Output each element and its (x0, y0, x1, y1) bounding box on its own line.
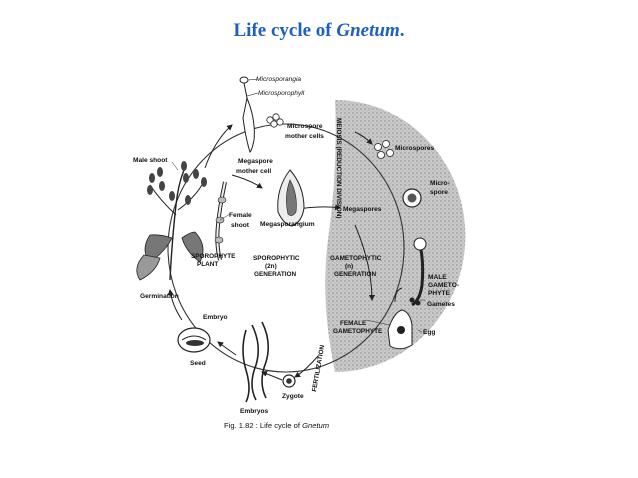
label-male-gametophyte-1: MALE (428, 274, 447, 281)
label-microspores: Microspores (395, 145, 435, 152)
arrow-to-seed (217, 341, 237, 356)
label-germination: Germination (140, 293, 179, 300)
zygote-illustration (282, 374, 296, 388)
title-period: . (399, 20, 405, 41)
microspores-cluster (374, 140, 394, 159)
figure-caption-genus: Gnetum (302, 421, 329, 430)
label-sporophytic-2: (2n) (265, 263, 277, 270)
label-microsporophyll: Microsporophyll (258, 90, 305, 97)
microspore-mother-cells (266, 113, 284, 128)
label-micro-spore-2: spore (430, 189, 448, 196)
arrow-to-megasporangium (231, 174, 263, 189)
label-female-shoot-2: shoot (231, 222, 250, 229)
arrow-to-microsporangia (204, 124, 233, 169)
label-megaspores: Megaspores (343, 206, 382, 213)
microspore (402, 188, 422, 208)
seed-illustration (177, 327, 211, 353)
label-microspore-mother-cells-2: mother cells (285, 133, 324, 140)
label-meiosis: MEIOSIS (REDUCTION DIVISION) (335, 118, 342, 218)
label-sporophytic-3: GENERATION (254, 271, 297, 278)
label-female-gametophyte-2: GAMETOPHYTE (333, 328, 383, 335)
slide-title: Life cycle of Gnetum. (0, 20, 638, 42)
label-micro-spore-1: Micro- (430, 180, 450, 187)
label-seed: Seed (190, 360, 206, 367)
label-male-shoot: Male shoot (133, 157, 168, 164)
label-sporophytic-1: SPOROPHYTIC (253, 255, 300, 262)
label-male-gametophyte-3: PHYTE (428, 290, 451, 297)
arrow-to-embryos (261, 370, 283, 381)
label-megasporangium: Megasporangium (260, 221, 315, 228)
label-embryo: Embryo (203, 314, 228, 321)
label-zygote: Zygote (282, 393, 304, 400)
megasporangium-illustration (277, 169, 305, 227)
figure-caption-text: Fig. 1.82 : Life cycle of (224, 421, 302, 430)
label-egg: Egg (423, 329, 435, 336)
arrow-to-female-gametophyte (354, 224, 375, 301)
label-sporophyte-plant-2: PLANT (197, 261, 218, 268)
label-megaspore-mother-cell-2: mother cell (236, 168, 271, 175)
gametophytic-region (325, 100, 466, 372)
label-female-shoot-1: Female (229, 212, 252, 219)
sporophyte-plant-illustration (136, 161, 207, 281)
arrow-to-microspores (354, 131, 373, 145)
female-gametophyte-illustration (387, 287, 413, 350)
label-microsporangia: Microsporangia (256, 76, 301, 83)
female-shoot-illustration (214, 181, 227, 261)
leader-lines (171, 161, 425, 333)
label-embryos: Embryos (240, 408, 269, 415)
title-genus: Gnetum (336, 20, 400, 41)
label-gametophytic-3: GENERATION (334, 271, 377, 278)
microsporophyll-illustration (239, 76, 259, 153)
male-gametophyte-illustration (409, 237, 427, 307)
label-gametophytic-1: GAMETOPHYTIC (330, 255, 382, 262)
arrow-to-germination (167, 289, 183, 321)
embryos-illustration (242, 321, 270, 403)
label-gametes: Gametes (427, 301, 455, 308)
label-male-gametophyte-2: GAMETO- (428, 282, 459, 289)
label-gametophytic-2: (n) (345, 263, 353, 270)
label-female-gametophyte-1: FEMALE (340, 320, 367, 327)
label-megaspore-mother-cell-1: Megaspore (238, 158, 273, 165)
arrow-to-zygote (294, 355, 319, 378)
cycle-ring (167, 123, 405, 373)
label-microspore-mother-cells-1: Microspore (287, 123, 323, 130)
title-text: Life cycle of (233, 20, 337, 41)
label-sporophyte-plant-1: SPOROPHYTE (191, 253, 236, 260)
figure-caption: Fig. 1.82 : Life cycle of Gnetum (224, 421, 329, 430)
